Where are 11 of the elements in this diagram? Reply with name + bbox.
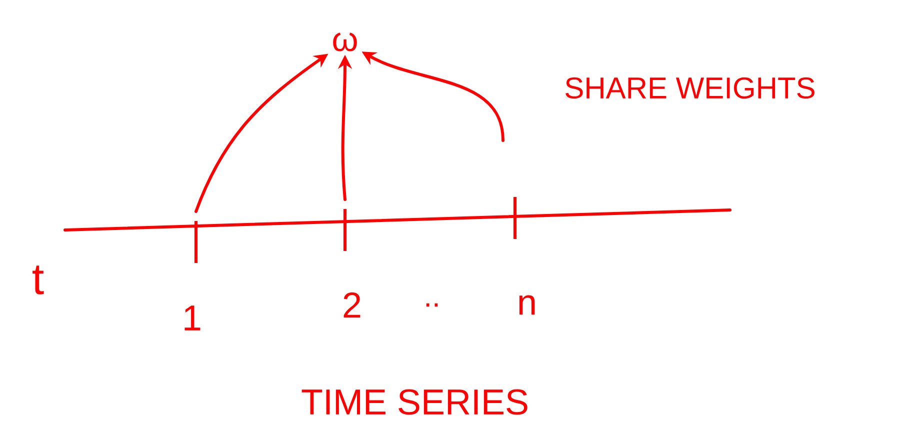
tick-label: 2 [344, 292, 360, 318]
tick-label: n [519, 295, 535, 315]
ellipsis: .. [426, 303, 438, 307]
weight-symbol: ω [333, 32, 357, 52]
annotation-text: SHARE WEIGHTS [566, 77, 814, 99]
tick-mark [194, 221, 198, 263]
axis-title: TIME SERIES [302, 389, 528, 415]
tick-mark [344, 208, 346, 251]
tick-label: 1 [184, 306, 200, 330]
tick-mark [514, 197, 516, 239]
axis-label: t [32, 266, 44, 294]
